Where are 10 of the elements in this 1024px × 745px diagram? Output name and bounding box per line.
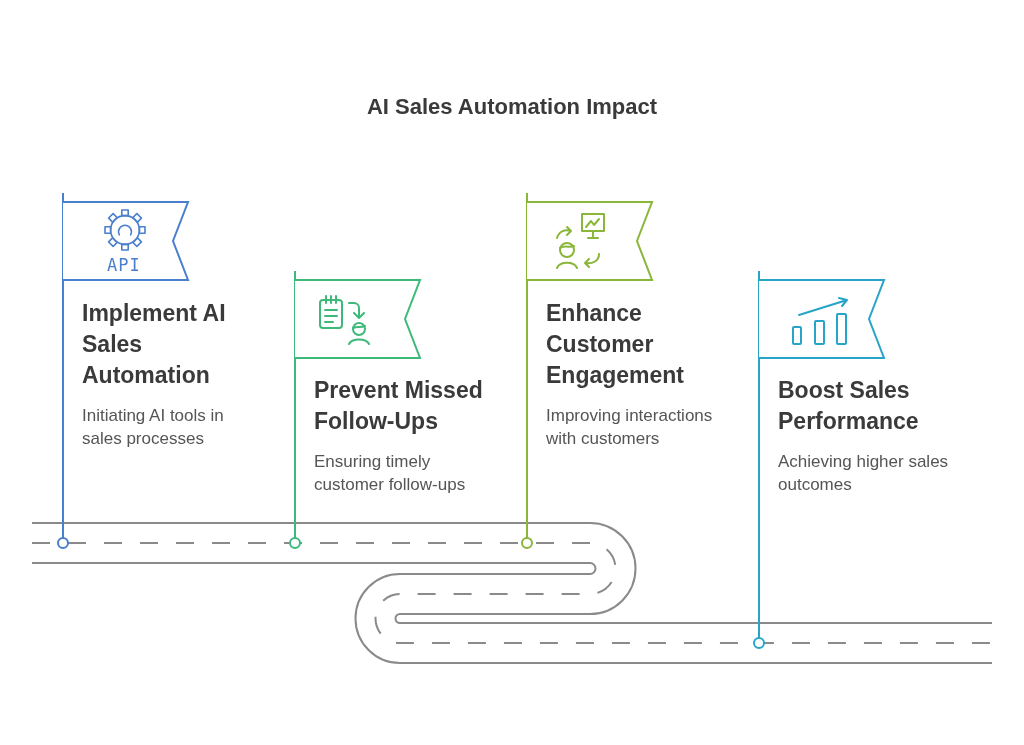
milestone-heading: Boost Sales Performance [778, 376, 920, 436]
milestone-description: Ensuring timely customer follow-ups [314, 451, 467, 496]
icon-label: API [107, 257, 141, 274]
milestone-heading: Implement AI Sales Automation [82, 299, 227, 390]
milestone-description: Initiating AI tools in sales processes [82, 405, 225, 450]
milestone-description: Improving interactions with customers [546, 405, 714, 450]
milestone-heading: Enhance Customer Engagement [546, 299, 686, 390]
milestone-description: Achieving higher sales outcomes [778, 451, 950, 496]
milestone-heading: Prevent Missed Follow-Ups [314, 376, 484, 436]
diagram-title: AI Sales Automation Impact [365, 94, 659, 120]
